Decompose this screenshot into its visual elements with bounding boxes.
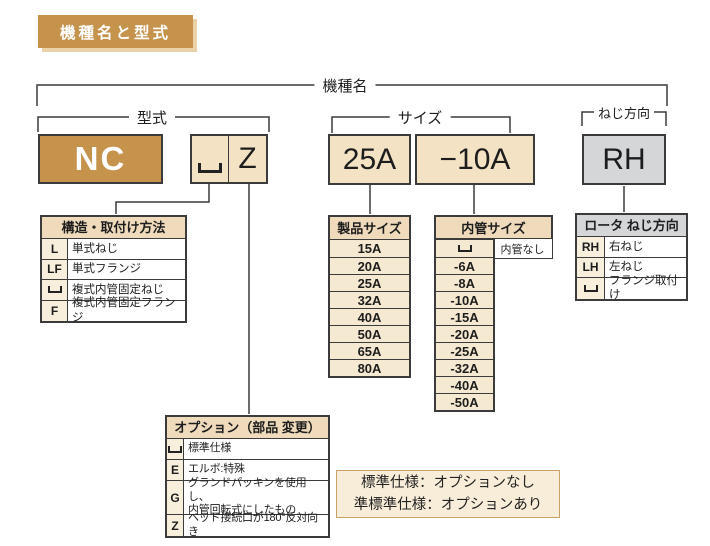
desc-cell: 右ねじ [605, 237, 686, 257]
code-cell: LH [577, 257, 605, 277]
inner-size-blank-desc: 内管なし [493, 238, 553, 259]
size-cell: -50A [436, 393, 493, 410]
blank-symbol-icon [198, 163, 222, 173]
size-cell: 20A [330, 257, 409, 274]
desc-cell: 単式ねじ [68, 239, 185, 259]
size-cell: 40A [330, 308, 409, 325]
connector-blank-to-structure [115, 184, 210, 214]
code-cell [577, 278, 605, 299]
bracket-label-size: サイズ [389, 107, 451, 128]
table-row: 複式内管固定ねじ [42, 280, 185, 301]
product-size-code-box: 25A [328, 134, 411, 185]
options-table-title: オプション（部品 変更） [167, 417, 328, 439]
code-cell: RH [577, 237, 605, 257]
size-cell: 80A [330, 359, 409, 376]
code-cell: F [42, 300, 68, 321]
code-cell: G [167, 481, 184, 514]
code-cell: Z [167, 515, 184, 536]
blank-symbol-icon [457, 245, 472, 252]
inner-size-code-box: −10A [415, 134, 535, 185]
size-cell: -15A [436, 308, 493, 325]
blank-symbol-icon [583, 284, 598, 292]
size-cell: 32A [330, 291, 409, 308]
bracket-label-type: 型式 [128, 107, 176, 128]
desc-cell: 左ねじ [605, 257, 686, 277]
size-cell: 25A [330, 274, 409, 291]
spec-note-box: 標準仕様：オプションなし 準標準仕様：オプションあり [336, 470, 560, 518]
code-cell: E [167, 460, 184, 480]
size-cell: 65A [330, 342, 409, 359]
table-row: 標準仕様 [167, 439, 328, 460]
code-cell [167, 439, 184, 459]
desc-cell: 複式内管固定フランジ [68, 297, 185, 324]
desc-cell: グランドパッキンを使用し、 内管回転式にしたもの [184, 477, 328, 516]
desc-cell: 標準仕様 [184, 439, 328, 459]
blank-symbol-icon [168, 445, 182, 453]
desc-cell: 複式内管固定ねじ [68, 280, 185, 300]
page-title: 機種名と型式 [38, 15, 193, 48]
code-cell: L [42, 239, 68, 259]
size-cell: -20A [436, 325, 493, 342]
note-line-standard: 標準仕様：オプションなし [361, 474, 535, 491]
bracket-label-thread: ねじ方向 [593, 103, 655, 122]
size-cell: -10A [436, 291, 493, 308]
desc-cell: 単式フランジ [68, 259, 185, 279]
code-cell [42, 280, 68, 300]
code-cell: LF [42, 259, 68, 279]
desc-cell: ヘッド接続口が180°反対向き [184, 512, 328, 538]
structure-table-title: 構造・取付け方法 [42, 217, 185, 239]
note-line-semi-standard: 準標準仕様：オプションあり [353, 497, 543, 513]
size-cell: -40A [436, 376, 493, 393]
size-cell: 15A [330, 240, 409, 257]
thread-direction-code-box: RH [582, 134, 666, 185]
table-row: フランジ取付け [577, 275, 686, 301]
bracket-label-model-name: 機種名 [314, 75, 376, 96]
structure-option-box-group: Z [190, 134, 268, 184]
desc-cell: フランジ取付け [605, 275, 686, 301]
size-cell: -25A [436, 342, 493, 359]
blank-size-cell [436, 240, 493, 257]
size-cell: 50A [330, 325, 409, 342]
rotor-thread-table-title: ロータ ねじ方向 [577, 215, 686, 237]
inner-size-table-title: 内管サイズ [434, 215, 553, 240]
desc-cell: エルボ:特殊 [184, 460, 328, 480]
size-cell: -8A [436, 274, 493, 291]
product-size-table-title: 製品サイズ [330, 217, 409, 240]
size-cell: -32A [436, 359, 493, 376]
option-code-box: Z [238, 142, 257, 175]
blank-code-box [192, 136, 229, 182]
inner-size-table-rows: -6A-8A-10A-15A-20A-25A-32A-40A-50A [434, 238, 495, 412]
model-code-box: NC [38, 134, 163, 184]
blank-symbol-icon [47, 286, 62, 294]
size-cell: -6A [436, 257, 493, 274]
